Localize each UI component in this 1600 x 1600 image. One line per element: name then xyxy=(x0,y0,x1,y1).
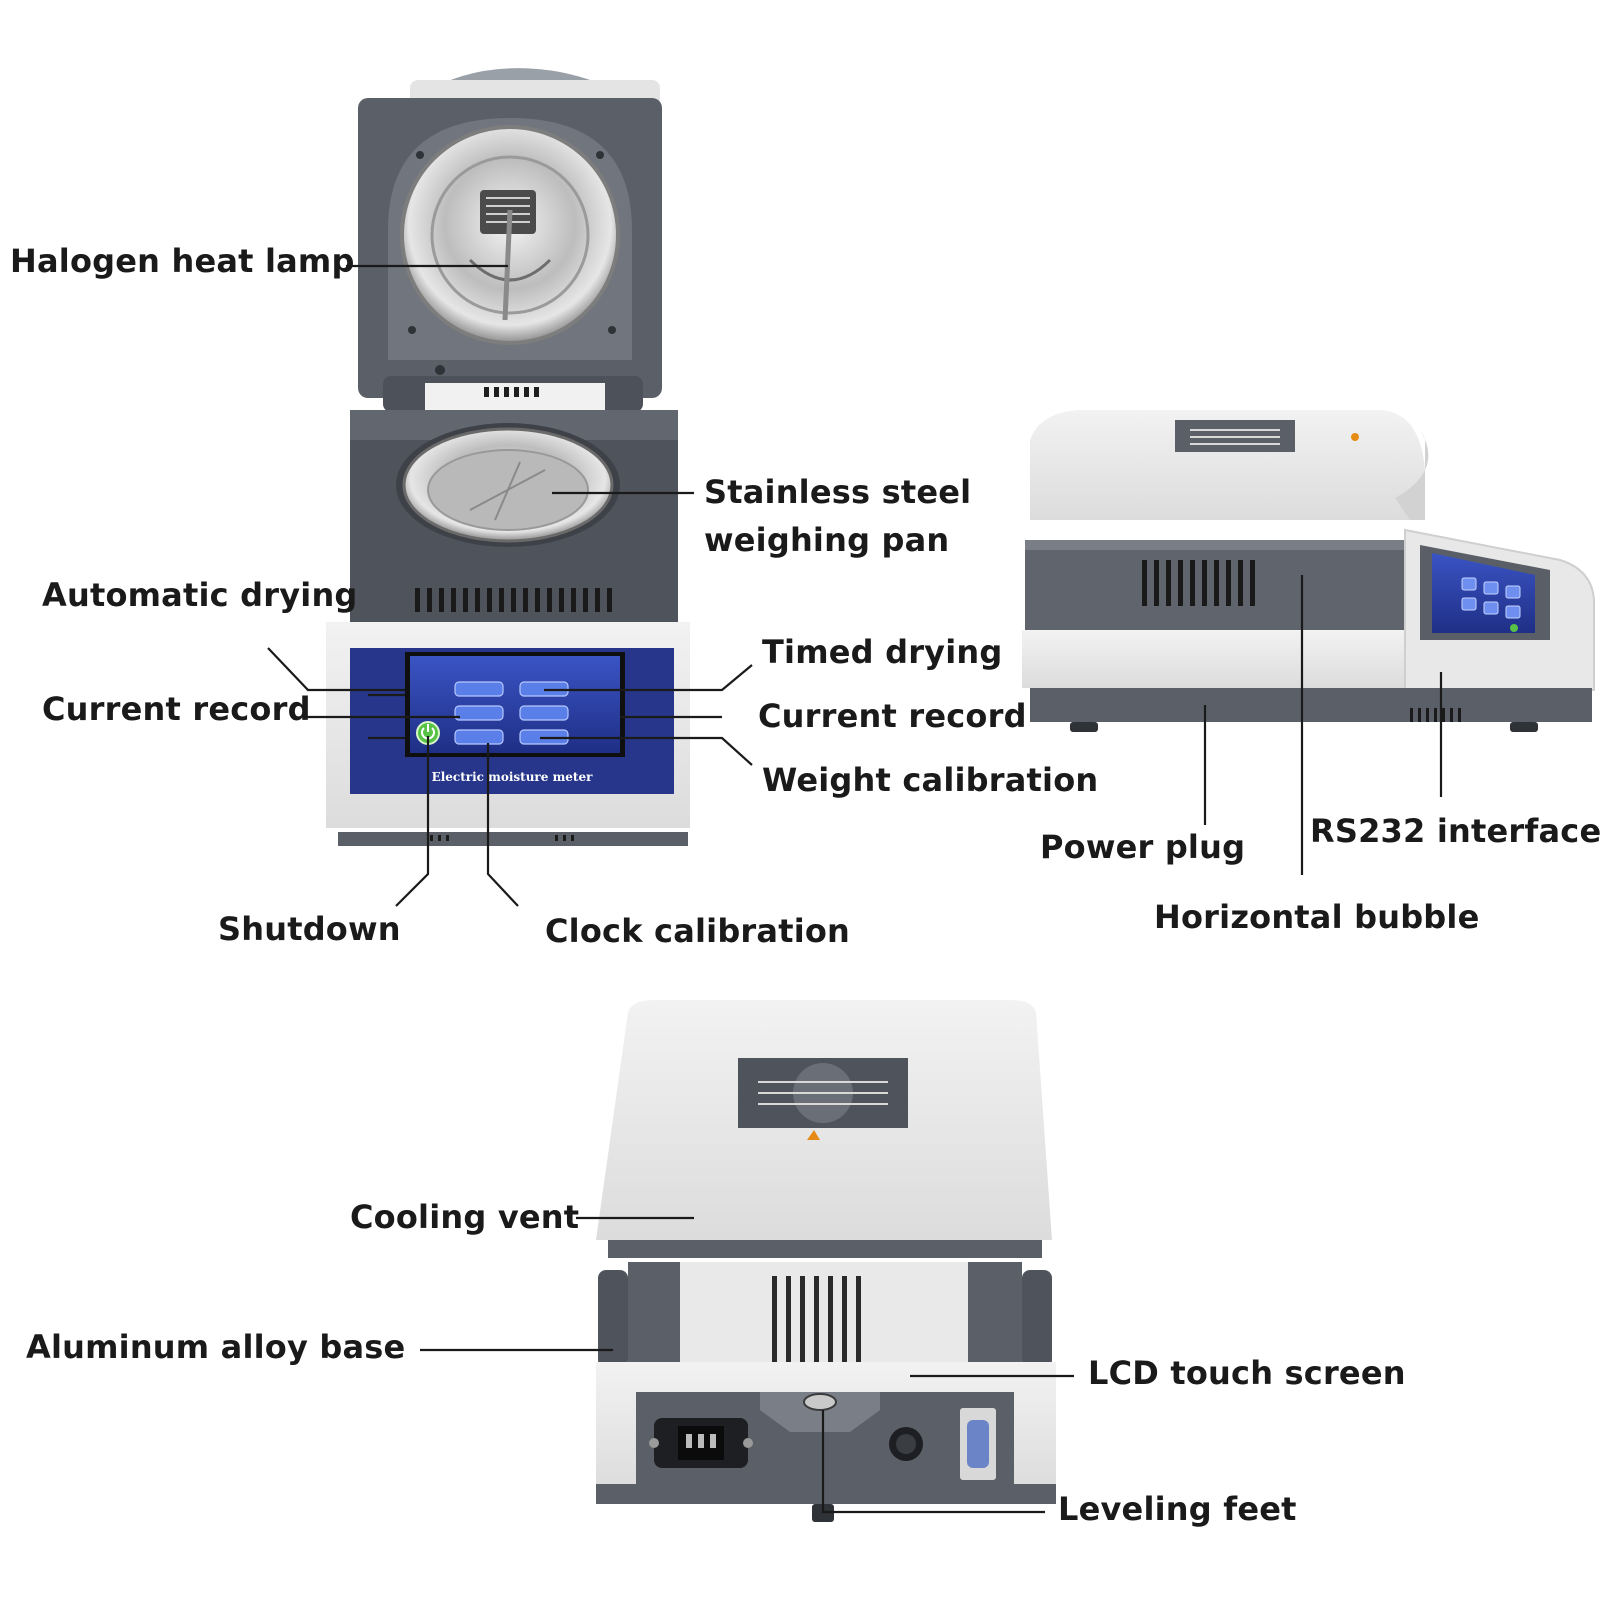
label-automatic-drying: Automatic drying xyxy=(42,576,358,614)
label-stainless-steel-pan: Stainless steel weighing pan xyxy=(704,468,971,564)
label-stainless-steel-pan-line2: weighing pan xyxy=(704,521,950,559)
leader-leveling-feet xyxy=(821,1410,1045,1514)
label-clock-calibration: Clock calibration xyxy=(545,912,851,950)
front-view-device: Electric moisture meter xyxy=(326,68,690,846)
level-bubble xyxy=(803,1393,837,1411)
label-horizontal-bubble: Horizontal bubble xyxy=(1154,898,1480,936)
label-lcd-touch-screen: LCD touch screen xyxy=(1088,1354,1406,1392)
leader-automatic-drying xyxy=(267,647,405,692)
label-aluminum-alloy-base: Aluminum alloy base xyxy=(26,1328,406,1366)
screen-buttons xyxy=(454,681,569,745)
leader-clock-calibration xyxy=(486,743,519,907)
rear-view-device xyxy=(596,1000,1056,1522)
label-stainless-steel-pan-line1: Stainless steel xyxy=(704,473,972,511)
screen-button-current-record-left xyxy=(454,705,504,721)
screen-button-current-record-right xyxy=(519,705,569,721)
label-current-record-right: Current record xyxy=(758,697,1027,735)
label-current-record-left: Current record xyxy=(42,690,311,728)
label-cooling-vent: Cooling vent xyxy=(350,1198,580,1236)
label-timed-drying: Timed drying xyxy=(762,633,1003,671)
label-leveling-feet: Leveling feet xyxy=(1058,1490,1297,1528)
screen-button-automatic-drying xyxy=(454,681,504,697)
side-foot-rear xyxy=(1510,722,1538,732)
side-foot-front xyxy=(1070,722,1098,732)
label-weight-calibration: Weight calibration xyxy=(762,761,1099,799)
leader-lines xyxy=(267,264,1443,1514)
label-power-plug: Power plug xyxy=(1040,828,1246,866)
leader-shutdown xyxy=(395,736,430,907)
label-halogen-heat-lamp: Halogen heat lamp xyxy=(10,242,355,280)
leader-timed-drying xyxy=(544,664,753,692)
leader-weight-calibration xyxy=(540,736,753,766)
screen-button-clock-calibration xyxy=(454,729,504,745)
label-rs232-interface: RS232 interface xyxy=(1310,812,1600,850)
lamp-tube xyxy=(468,258,552,282)
front-touch-screen xyxy=(410,656,620,753)
label-shutdown: Shutdown xyxy=(218,910,401,948)
screen-caption: Electric moisture meter xyxy=(432,770,593,784)
side-view-device xyxy=(1022,410,1595,732)
